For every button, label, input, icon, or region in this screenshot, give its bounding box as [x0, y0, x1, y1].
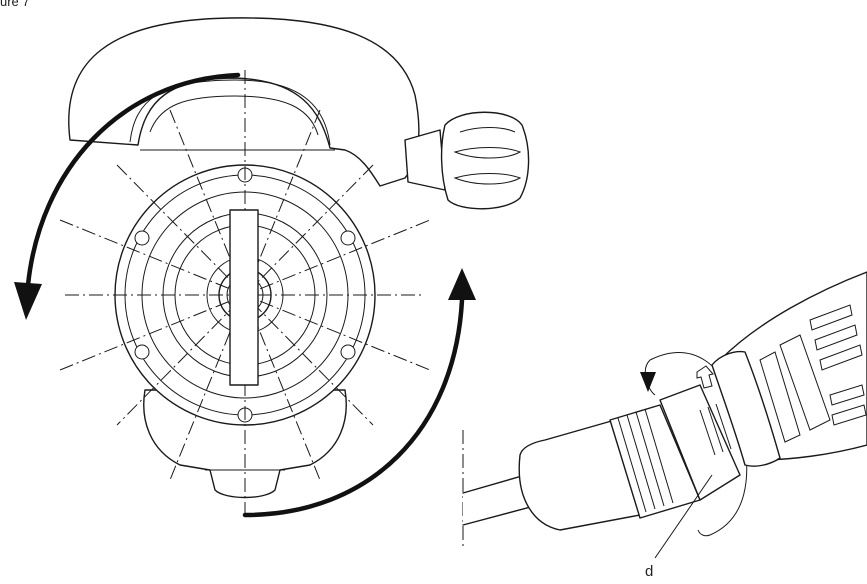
figure-caption: ure 7 [0, 0, 30, 9]
side-knob [440, 111, 530, 210]
rotation-arrow-left [25, 72, 241, 288]
arrowhead-right [448, 268, 476, 300]
knob-groove-3 [453, 173, 522, 185]
detail-arrowhead [640, 372, 656, 392]
housing-vents [759, 304, 867, 443]
sleeve-arrow-symbol [696, 365, 714, 389]
handle-inner-shadow [149, 95, 319, 136]
label-d: d [645, 563, 654, 580]
chuck-rings [617, 408, 674, 513]
collar-bolts [134, 167, 356, 423]
knob-groove-1 [459, 127, 516, 133]
chuck-detail-view [462, 271, 867, 559]
chisel-bar [229, 209, 259, 386]
top-handle [68, 17, 420, 187]
rotation-ellipse [649, 352, 748, 537]
housing-collar [711, 350, 781, 467]
handle-inner [129, 79, 331, 146]
sleeve-ridges [699, 403, 732, 456]
knob-groove-2 [453, 147, 522, 159]
label-d-leader [654, 474, 713, 559]
rotation-arrow-right [242, 297, 465, 518]
locking-sleeve [659, 384, 741, 501]
side-knob-stem [404, 129, 446, 191]
arrowhead-left [14, 282, 42, 320]
chuck-nose [518, 419, 641, 531]
front-view [14, 17, 530, 520]
